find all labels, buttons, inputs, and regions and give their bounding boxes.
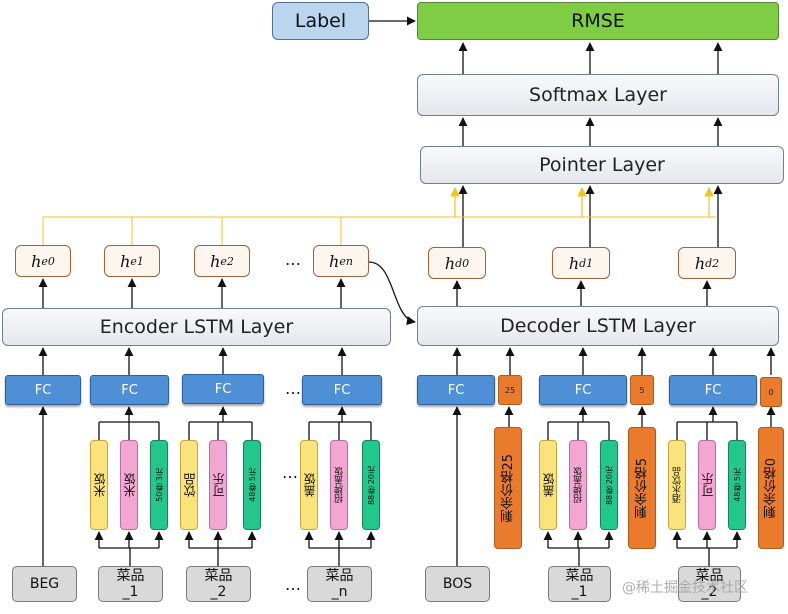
- ellipsis-items: …: [282, 463, 298, 482]
- remaining-small-2: 0: [760, 377, 782, 407]
- dec1-item-name: 招牌盖饭: [569, 440, 587, 530]
- input-dish-2: 菜品_2: [186, 566, 251, 602]
- watermark: @稀土掘金技术社区: [622, 580, 748, 596]
- ellipsis-inputs: …: [285, 575, 301, 594]
- encoder-lstm-text: Encoder LSTM Layer: [99, 316, 294, 338]
- enc2-item-category: 饮品: [180, 440, 198, 530]
- fc-encoder-2: FC: [182, 374, 264, 404]
- fc-encoder-1: FC: [90, 375, 169, 405]
- dec2-item-category: 酒水饮品: [668, 440, 686, 530]
- pointer-layer-text: Pointer Layer: [539, 154, 665, 176]
- decoder-lstm-layer: Decoder LSTM Layer: [417, 306, 779, 346]
- decoder-lstm-text: Decoder LSTM Layer: [500, 315, 696, 337]
- enc2-item-name: 可乐: [209, 440, 227, 530]
- remaining-tall-0: 剩余价格25: [494, 427, 522, 549]
- softmax-layer-text: Softmax Layer: [529, 84, 667, 106]
- enc1-item-name: 米饭: [120, 440, 138, 530]
- remaining-small-1: 5: [630, 375, 654, 405]
- dec1-item-price: 88卷 20元: [600, 440, 618, 530]
- dec2-item-price: 48卷 5元: [728, 440, 746, 530]
- encoder-lstm-layer: Encoder LSTM Layer: [2, 308, 391, 346]
- label-text: Label: [294, 10, 347, 32]
- dec2-item-name: 可乐: [698, 440, 716, 530]
- enc1-item-price: 50卷 3元: [150, 440, 168, 530]
- ellipsis-fc: …: [285, 379, 301, 398]
- fc-decoder-2: FC: [669, 375, 757, 405]
- encn-item-price: 88卷 20元: [362, 440, 380, 530]
- encoder-to-decoder-25: [368, 261, 416, 326]
- fc-encoder-0: FC: [5, 375, 81, 405]
- encn-item-category: 盖饭: [300, 440, 318, 530]
- rmse-text: RMSE: [571, 10, 625, 32]
- label-box: Label: [272, 2, 369, 40]
- fc-decoder-0: FC: [417, 375, 495, 405]
- input-beg: BEG: [12, 566, 77, 602]
- pointer-layer: Pointer Layer: [420, 146, 784, 184]
- remaining-tall-2: 剩余价格0: [758, 427, 784, 549]
- input-dec-dish-1: 菜品_1: [548, 566, 611, 602]
- ellipsis-hidden: …: [285, 250, 301, 269]
- remaining-small-0: 25: [498, 375, 522, 405]
- enc1-item-category: 米饭: [90, 440, 108, 530]
- dec1-item-category: 盖饭: [539, 440, 557, 530]
- enc2-item-price: 48卷 5元: [243, 440, 261, 530]
- input-dish-1: 菜品_1: [98, 566, 163, 602]
- input-dec-dish-2: 菜品_2: [678, 566, 741, 602]
- fc-encoder-n: FC: [302, 375, 382, 405]
- softmax-layer: Softmax Layer: [417, 74, 779, 116]
- rmse-box: RMSE: [417, 2, 779, 40]
- encn-item-name: 招牌盖饭: [330, 440, 348, 530]
- fc-decoder-1: FC: [539, 375, 627, 405]
- remaining-tall-1: 剩余价格5: [628, 427, 656, 549]
- input-bos: BOS: [425, 566, 490, 602]
- input-dish-n: 菜品_n: [307, 566, 372, 602]
